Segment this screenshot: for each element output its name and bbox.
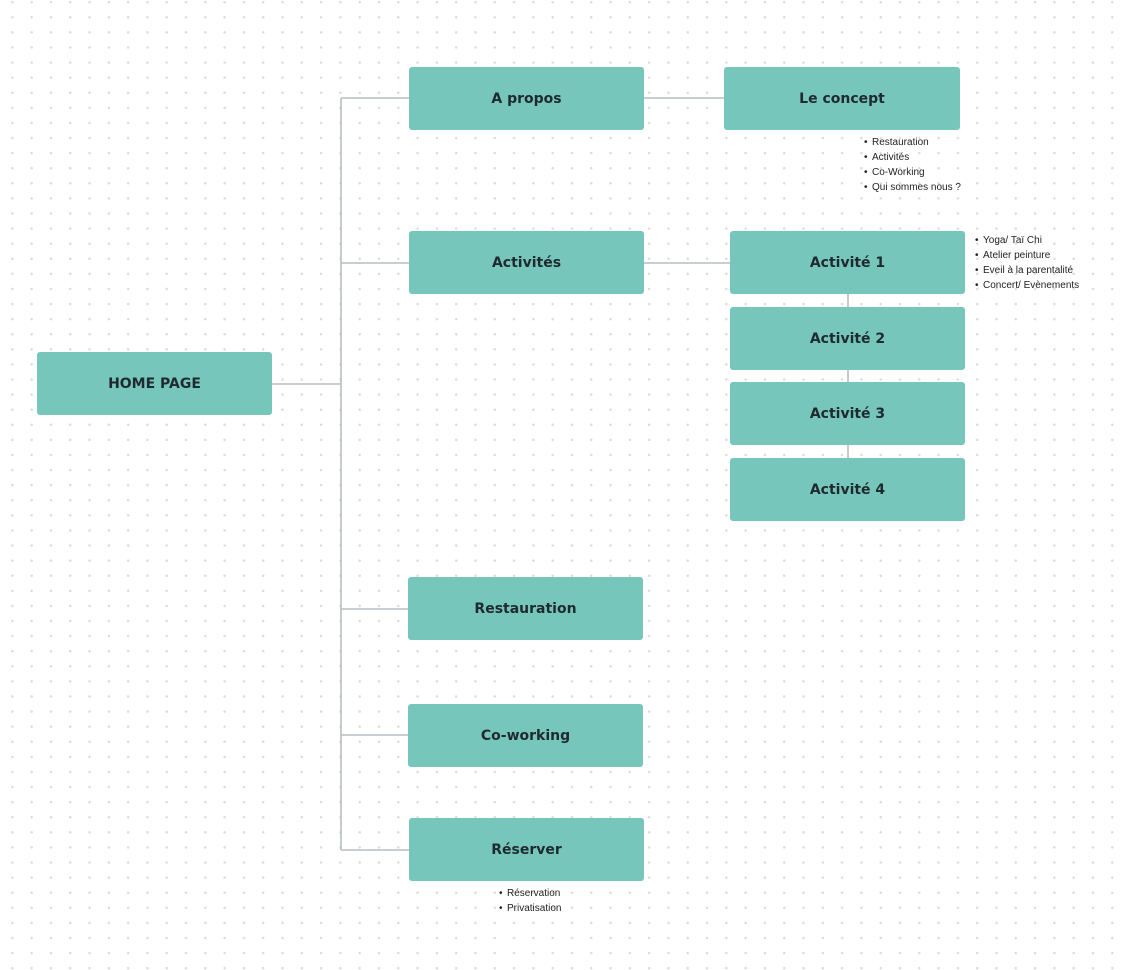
restauration-node[interactable]: Restauration bbox=[408, 577, 643, 640]
activite-3-node[interactable]: Activité 3 bbox=[730, 382, 965, 445]
activite-1-note: Yoga/ Taï Chi bbox=[975, 233, 1079, 248]
co-working-node[interactable]: Co-working bbox=[408, 704, 643, 767]
reserver-notes: Réservation Privatisation bbox=[499, 886, 561, 916]
activites-node[interactable]: Activités bbox=[409, 231, 644, 294]
activite-1-note: Concert/ Evènements bbox=[975, 278, 1079, 293]
activite-2-node[interactable]: Activité 2 bbox=[730, 307, 965, 370]
activite-1-notes: Yoga/ Taï Chi Atelier peinture Eveil à l… bbox=[975, 233, 1079, 293]
a-propos-node[interactable]: A propos bbox=[409, 67, 644, 130]
le-concept-notes: Restauration Activités Co-Working Qui so… bbox=[864, 135, 961, 195]
le-concept-note: Activités bbox=[864, 150, 961, 165]
reserver-note: Privatisation bbox=[499, 901, 561, 916]
activite-4-node[interactable]: Activité 4 bbox=[730, 458, 965, 521]
activite-1-node[interactable]: Activité 1 bbox=[730, 231, 965, 294]
reserver-note: Réservation bbox=[499, 886, 561, 901]
activite-1-note: Eveil à la parentalité bbox=[975, 263, 1079, 278]
activite-1-note: Atelier peinture bbox=[975, 248, 1079, 263]
le-concept-node[interactable]: Le concept bbox=[724, 67, 960, 130]
home-page-node[interactable]: HOME PAGE bbox=[37, 352, 272, 415]
le-concept-note: Co-Working bbox=[864, 165, 961, 180]
reserver-node[interactable]: Réserver bbox=[409, 818, 644, 881]
le-concept-note: Restauration bbox=[864, 135, 961, 150]
le-concept-note: Qui sommes nous ? bbox=[864, 180, 961, 195]
